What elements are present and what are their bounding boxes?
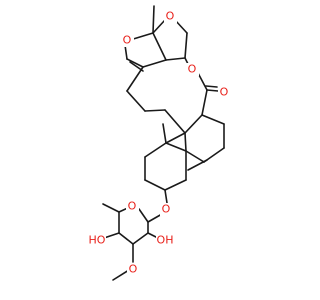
oxygen-atom: O [121, 34, 134, 47]
bond [185, 150, 205, 163]
bond [165, 57, 186, 61]
bond [126, 66, 144, 92]
oxygen-label: O [166, 10, 175, 23]
oxygen-label: O [128, 200, 137, 213]
bond [147, 213, 163, 223]
bond [132, 232, 149, 245]
oxygen-atom: O [160, 203, 173, 216]
bond [206, 89, 219, 92]
bond [138, 208, 149, 223]
bond [102, 203, 120, 213]
oxygen-atom: O [186, 63, 199, 76]
bond [144, 142, 167, 158]
oxygen-label: O [129, 263, 138, 276]
bond [184, 132, 187, 152]
bond [142, 59, 167, 68]
bond [184, 32, 188, 59]
hydroxyl-group: OH [156, 234, 174, 247]
bond [126, 90, 146, 112]
oxygen-atom: O [164, 10, 177, 23]
oxygen-label: O [123, 34, 132, 47]
bond [197, 72, 208, 91]
bond [165, 132, 186, 144]
bond [152, 5, 155, 34]
oxygen-atom: O [127, 263, 140, 276]
bond [144, 179, 166, 191]
oxygen-label: O [162, 203, 171, 216]
bond [152, 32, 167, 61]
bond [126, 58, 144, 68]
oxygen-atom: O [218, 86, 231, 99]
bond [165, 142, 187, 152]
oxygen-atom: O [126, 200, 139, 213]
bond [144, 109, 166, 112]
bond [201, 114, 225, 125]
bond [112, 269, 130, 281]
bond [164, 109, 186, 134]
bond-layer [102, 5, 225, 281]
bond [118, 232, 134, 245]
molecule-structure-canvas: O O O O O O HO OH [88, 5, 231, 281]
bond [164, 189, 168, 204]
oxygen-label: O [188, 63, 197, 76]
bond [103, 232, 120, 239]
bond [152, 19, 166, 34]
bond [184, 114, 203, 134]
hydroxyl-label: HO [89, 234, 106, 247]
atom-label-layer: O O O O O O HO OH [88, 10, 231, 276]
bond [164, 179, 187, 191]
bond [124, 44, 128, 60]
hydroxyl-group: HO [88, 234, 106, 247]
bond [162, 123, 167, 144]
bond [201, 89, 208, 116]
oxygen-label: O [220, 86, 229, 99]
hydroxyl-label: OH [157, 234, 174, 247]
bond [205, 85, 218, 88]
